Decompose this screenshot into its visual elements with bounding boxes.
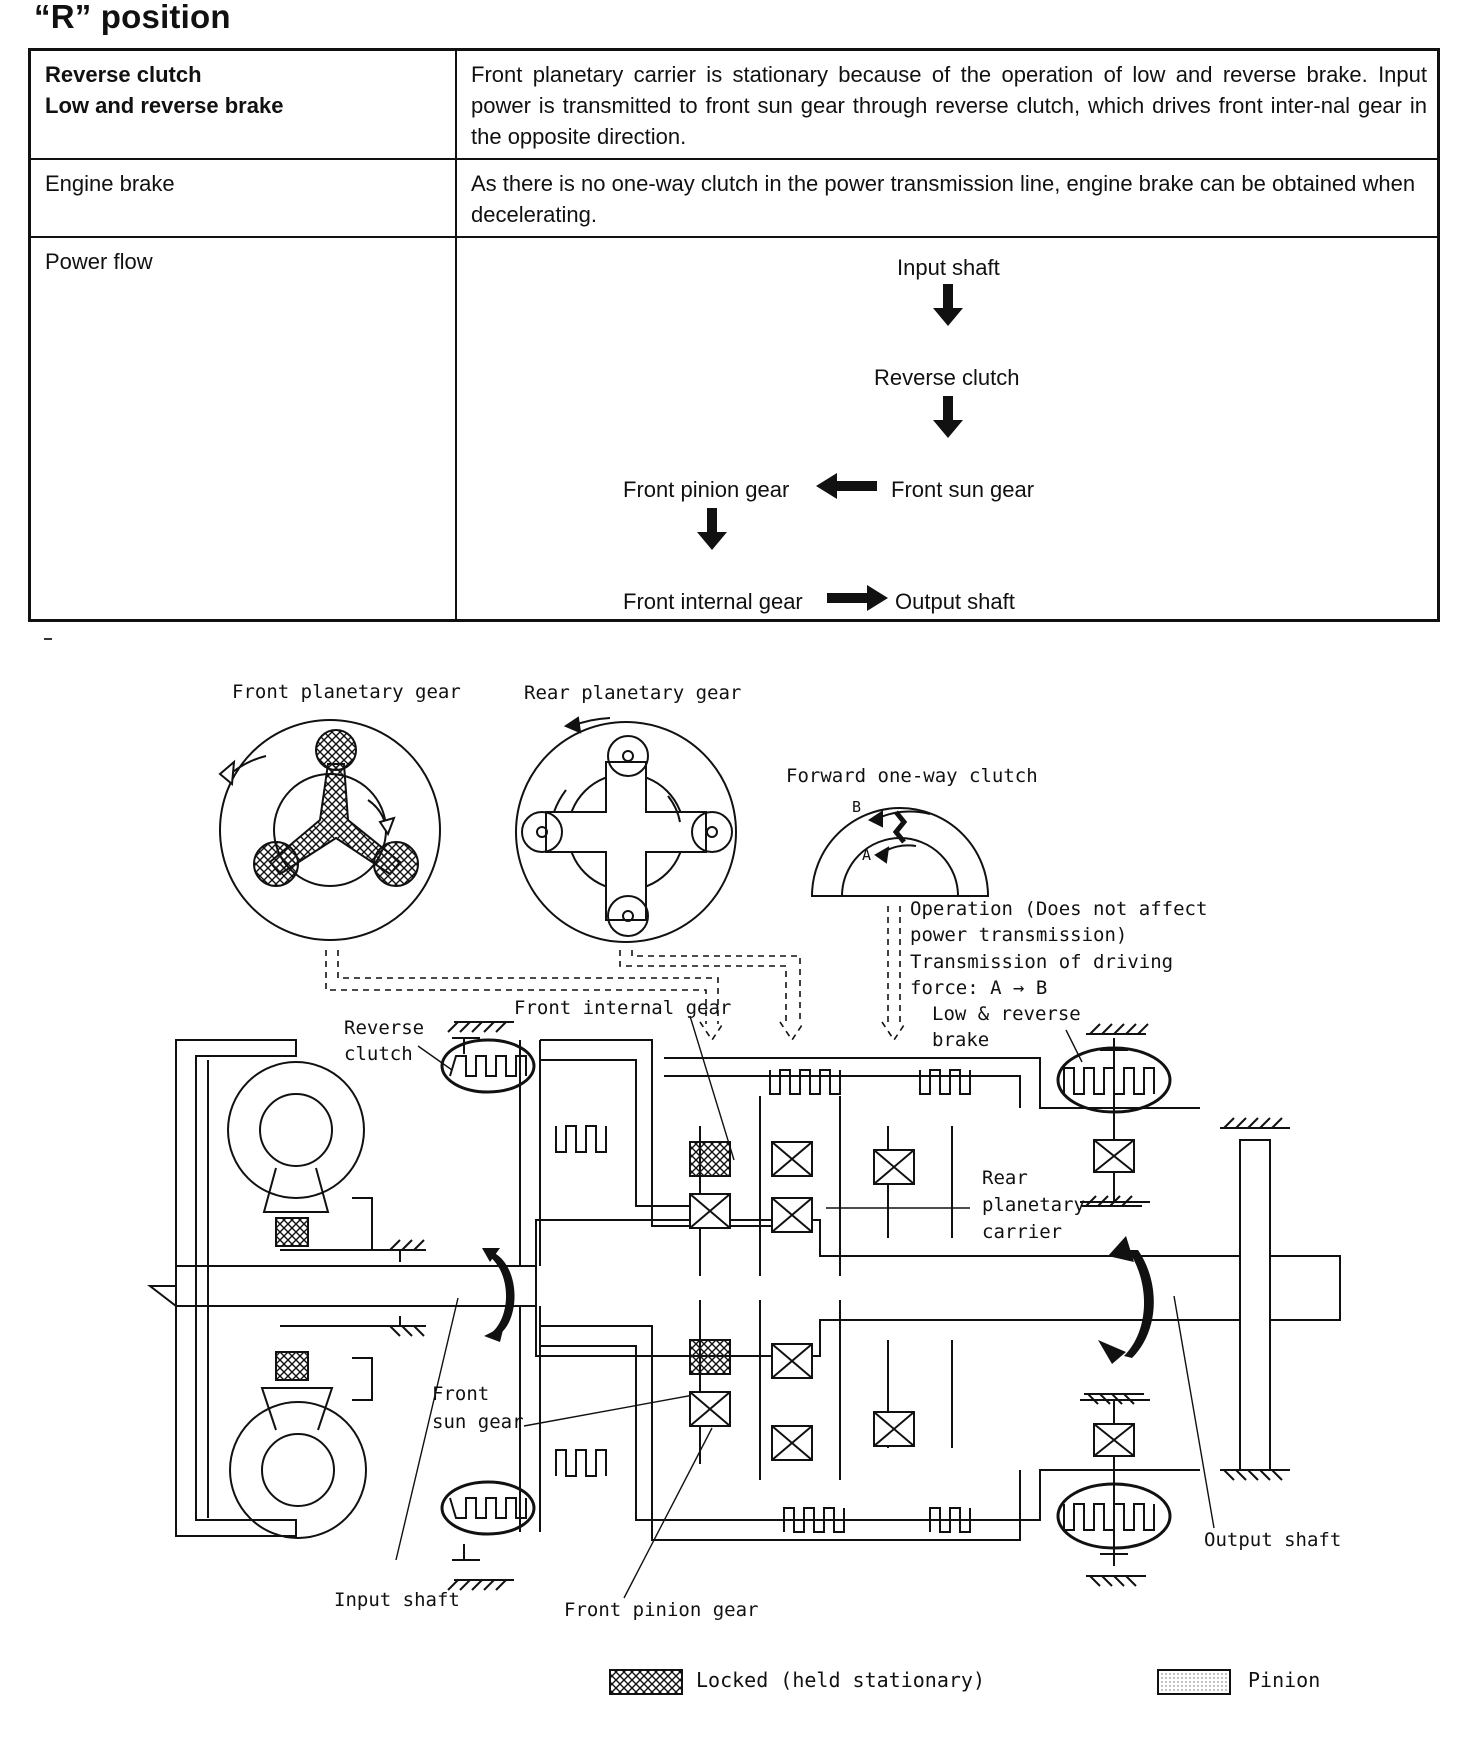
label-reverse-clutch-2: clutch — [344, 1043, 413, 1065]
stray-mark — [44, 638, 52, 640]
arrow-down-icon — [933, 396, 963, 438]
flow-front-sun-gear: Front sun gear — [891, 477, 1035, 502]
label-front-sun-gear-2: sun gear — [432, 1411, 524, 1433]
operation-line-4: force: A → B — [910, 977, 1047, 999]
element-boxes — [689, 1139, 1135, 1461]
label-reverse-clutch: Reverse clutch — [45, 62, 202, 87]
page-title: “R” position — [34, 0, 231, 35]
power-flow-cell: Input shaft Reverse clutch Front sun gea… — [455, 236, 1440, 622]
label-front-planetary-gear: Front planetary gear — [232, 681, 461, 703]
row-label-power-flow: Power flow — [28, 236, 457, 622]
label-rear-planetary-carrier-3: carrier — [982, 1221, 1062, 1243]
one-way-clutch-icon — [810, 807, 990, 897]
operation-line-1: Operation (Does not affect — [910, 898, 1207, 920]
rotation-arrows — [482, 1236, 1154, 1364]
flow-front-internal-gear: Front internal gear — [623, 589, 803, 614]
row-text-elements: Front planetary carrier is stationary be… — [455, 48, 1440, 160]
row-label-engine-brake: Engine brake — [28, 158, 457, 238]
legend-locked: Locked (held stationary) — [696, 1668, 985, 1692]
label-rear-planetary-carrier-2: planetary — [982, 1194, 1085, 1216]
flow-input-shaft: Input shaft — [897, 255, 1000, 280]
flow-arrows — [697, 284, 963, 611]
front-planetary-gear-icon — [218, 719, 441, 941]
label-point-a: A — [862, 846, 871, 864]
pinion-swatch-icon — [1157, 1669, 1231, 1695]
row-text-engine-brake: As there is no one-way clutch in the pow… — [455, 158, 1440, 238]
label-point-b: B — [852, 798, 861, 816]
transmission-cross-section — [147, 1015, 1341, 1599]
label-low-reverse-brake-2: brake — [932, 1029, 989, 1051]
rotation-arrow-icon — [484, 1326, 504, 1342]
arrow-down-icon — [933, 284, 963, 326]
table-row: Power flow Input shaft Reverse clutch Fr… — [28, 236, 1440, 622]
rotation-arrow-icon — [1098, 1340, 1126, 1364]
dashed-connectors — [325, 906, 907, 1042]
row-label-elements: Reverse clutch Low and reverse brake — [28, 48, 457, 160]
power-flow-chart: Input shaft Reverse clutch Front sun gea… — [457, 238, 1437, 618]
label-rear-planetary-carrier-1: Rear — [982, 1167, 1028, 1189]
label-front-sun-gear-1: Front — [432, 1383, 489, 1405]
arrow-right-icon — [827, 585, 888, 611]
arrow-left-icon — [816, 473, 877, 499]
label-rear-planetary-gear: Rear planetary gear — [524, 682, 741, 704]
label-reverse-clutch-1: Reverse — [344, 1017, 424, 1039]
operation-line-2: power transmission) — [910, 924, 1127, 946]
label-forward-one-way-clutch: Forward one-way clutch — [786, 765, 1038, 787]
label-input-shaft: Input shaft — [334, 1589, 460, 1611]
label-output-shaft: Output shaft — [1204, 1529, 1341, 1551]
table-row: Engine brake As there is no one-way clut… — [28, 158, 1440, 238]
flow-reverse-clutch: Reverse clutch — [874, 365, 1020, 390]
label-low-reverse-brake-1: Low & reverse — [932, 1003, 1081, 1025]
legend-pinion: Pinion — [1248, 1668, 1321, 1692]
arrow-down-icon — [697, 508, 727, 550]
label-front-internal-gear: Front internal gear — [514, 997, 731, 1019]
table-row: Reverse clutch Low and reverse brake Fro… — [28, 48, 1440, 160]
locked-swatch-icon — [609, 1669, 683, 1695]
flow-output-shaft: Output shaft — [895, 589, 1015, 614]
rotation-arrow-icon — [1108, 1236, 1134, 1262]
label-front-pinion-gear: Front pinion gear — [564, 1599, 758, 1621]
label-low-reverse-brake: Low and reverse brake — [45, 93, 284, 118]
operation-table: Reverse clutch Low and reverse brake Fro… — [28, 48, 1440, 622]
flow-front-pinion-gear: Front pinion gear — [623, 477, 790, 502]
rear-planetary-gear-icon — [515, 716, 737, 943]
rotation-arrow-icon — [482, 1248, 500, 1262]
operation-line-3: Transmission of driving — [910, 951, 1173, 973]
